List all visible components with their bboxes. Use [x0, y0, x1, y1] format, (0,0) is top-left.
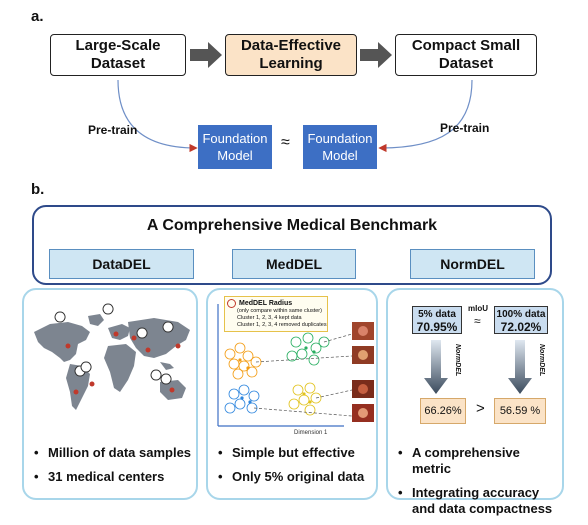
panel-normdel: 5% data 70.95% mIoU ≈ 100% data 72.02% N…	[386, 288, 564, 516]
cluster-legend: MedDEL Radius (only compare within same …	[224, 296, 328, 332]
legend-sub: (only compare within same cluster)	[237, 308, 322, 314]
greater-than-symbol: >	[476, 400, 485, 417]
pretrain-curve-right	[378, 79, 473, 153]
down-arrows	[424, 340, 532, 394]
section-label-a: a.	[31, 8, 44, 25]
pretrain-left-label: Pre-train	[88, 123, 138, 137]
cluster-plot	[217, 304, 374, 427]
arrow-down-icon	[424, 340, 448, 394]
dataset-label: MedDEL	[266, 256, 322, 272]
foundation-model-right-label: Foundation Model	[307, 131, 373, 163]
small-dataset-box: Compact Small Dataset	[395, 34, 537, 76]
arrow-down-icon	[508, 340, 532, 394]
panel-datadel: •Million of data samples •31 medical cen…	[22, 288, 198, 500]
legend-removed: Cluster 1, 2, 3, 4 removed duplicates	[237, 322, 327, 328]
legend-kept: Cluster 1, 2, 3, 4 kept data	[237, 315, 302, 321]
bullet-item: •A comprehensive metric	[398, 445, 520, 476]
metric-box-5pct: 5% data 70.95%	[412, 306, 462, 334]
arrow-right-icon	[190, 42, 222, 68]
flow-connectors	[117, 42, 473, 153]
pretrain-curve-left	[117, 79, 198, 153]
meddel-bullets: •Simple but effective •Only 5% original …	[218, 445, 364, 493]
radius-icon	[227, 299, 236, 308]
small-dataset-label: Compact Small Dataset	[411, 37, 521, 72]
miou-label: mIoU	[468, 304, 488, 313]
approx-symbol: ≈	[474, 314, 481, 328]
dataset-label: NormDEL	[440, 256, 505, 272]
foundation-model-right: Foundation Model	[303, 125, 377, 169]
learning-label: Data-Effective Learning	[240, 37, 342, 72]
result-box-right: 56.59 %	[494, 398, 546, 424]
foundation-model-left: Foundation Model	[198, 125, 272, 169]
benchmark-title: A Comprehensive Medical Benchmark	[146, 217, 438, 234]
dataset-box-normdel: NormDEL	[410, 249, 535, 279]
benchmark-frame: A Comprehensive Medical Benchmark DataDE…	[32, 205, 552, 285]
bullet-item: •Integrating accuracy and data compactne…	[398, 485, 553, 516]
normdel-bullets: •A comprehensive metric •Integrating acc…	[398, 445, 560, 525]
normdel-label-right: NormDEL	[538, 344, 545, 377]
large-dataset-label: Large-Scale Dataset	[75, 37, 161, 72]
dataset-box-datadel: DataDEL	[49, 249, 194, 279]
learning-box: Data-Effective Learning	[225, 34, 357, 76]
large-dataset-box: Large-Scale Dataset	[50, 34, 186, 76]
bullet-item: •Million of data samples	[34, 445, 192, 460]
panel-meddel: MedDEL Radius (only compare within same …	[206, 288, 378, 500]
legend-title: MedDEL Radius	[239, 300, 293, 307]
foundation-model-left-label: Foundation Model	[202, 131, 268, 163]
bullet-item: •Simple but effective	[218, 445, 355, 460]
arrow-right-icon	[360, 42, 392, 68]
metric-box-100pct: 100% data 72.02%	[494, 306, 548, 334]
section-label-b: b.	[31, 181, 45, 198]
dataset-box-meddel: MedDEL	[232, 249, 356, 279]
result-box-left: 66.26%	[420, 398, 466, 424]
world-map-icon	[34, 303, 190, 410]
pretrain-right-label: Pre-train	[440, 121, 490, 135]
approx-symbol: ≈	[281, 134, 290, 151]
bullet-item: •Only 5% original data	[218, 469, 365, 484]
dataset-label: DataDEL	[92, 256, 151, 272]
normdel-label-left: NormDEL	[454, 344, 461, 377]
axis-x-label: Dimension 1	[294, 430, 328, 436]
datadel-bullets: •Million of data samples •31 medical cen…	[34, 445, 191, 493]
bullet-item: •31 medical centers	[34, 469, 165, 484]
